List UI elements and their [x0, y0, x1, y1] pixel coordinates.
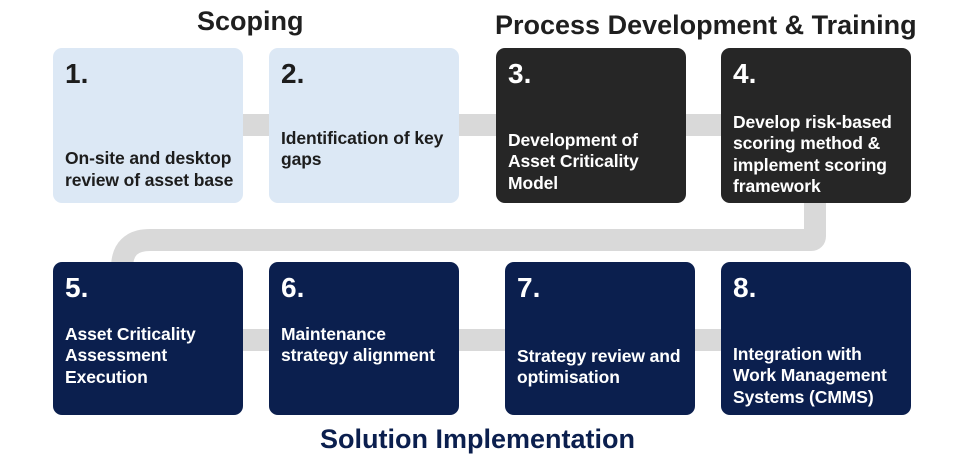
phase-title-process-development: Process Development & Training — [495, 10, 917, 40]
step-number: 5. — [65, 272, 89, 303]
step-number: 6. — [281, 272, 305, 303]
step-description: Development of Asset Criticality Model — [508, 130, 639, 193]
step-card-8: 8. Integration with Work Management Syst… — [721, 262, 911, 415]
step-number: 7. — [517, 272, 541, 303]
step-description: Integration with Work Management Systems… — [733, 344, 887, 407]
step-card-6: 6. Maintenance strategy alignment — [269, 262, 459, 415]
step-description: Identification of key gaps — [281, 128, 444, 170]
step-description: Asset Criticality Assessment Execution — [65, 324, 196, 387]
step-card-7: 7. Strategy review and optimisation — [505, 262, 695, 415]
step-number: 1. — [65, 58, 89, 89]
step-card-3: 3. Development of Asset Criticality Mode… — [496, 48, 686, 203]
phase-title-solution-implementation: Solution Implementation — [320, 424, 635, 454]
step-description: Strategy review and optimisation — [517, 346, 681, 388]
step-card-2: 2. Identification of key gaps — [269, 48, 459, 203]
step-card-1: 1. On-site and desktop review of asset b… — [53, 48, 243, 203]
phase-title-scoping: Scoping — [197, 6, 304, 36]
step-number: 2. — [281, 58, 305, 89]
step-card-5: 5. Asset Criticality Assessment Executio… — [53, 262, 243, 415]
step-description: On-site and desktop review of asset base — [65, 148, 234, 190]
step-description: Maintenance strategy alignment — [281, 324, 435, 366]
step-number: 3. — [508, 58, 532, 89]
step-description: Develop risk-based scoring method & impl… — [733, 112, 892, 197]
step-number: 4. — [733, 58, 757, 89]
step-number: 8. — [733, 272, 757, 303]
step-card-4: 4. Develop risk-based scoring method & i… — [721, 48, 911, 203]
